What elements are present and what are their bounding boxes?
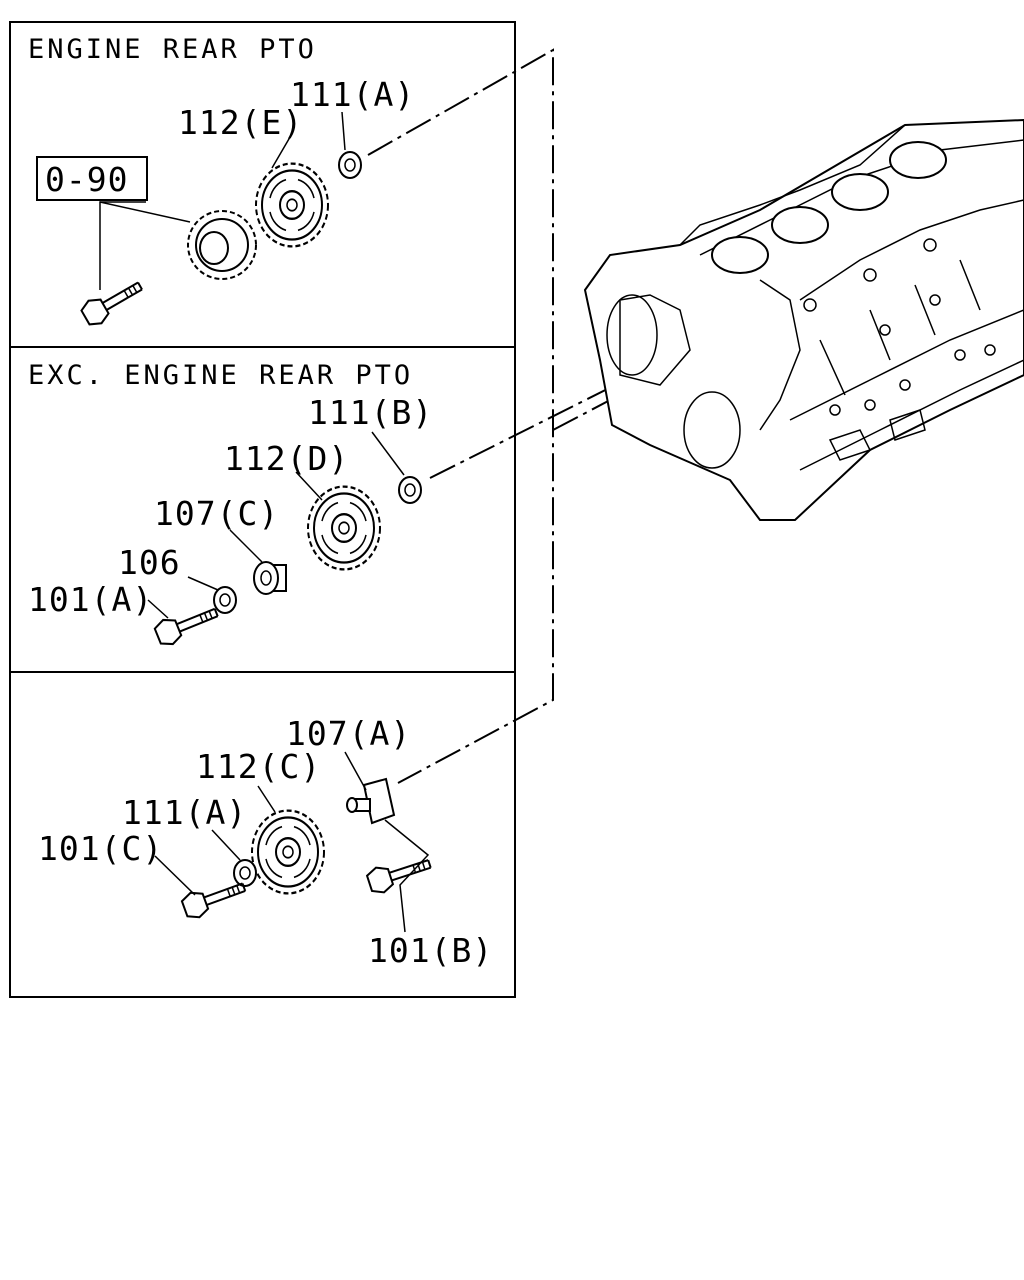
section-title-exc-rear-pto: EXC. ENGINE REAR PTO	[28, 360, 413, 391]
washer-111b	[398, 476, 422, 504]
callout-112e: 112(E)	[178, 103, 303, 142]
callout-107a: 107(A)	[286, 714, 411, 753]
reference-box-label: 0-90	[45, 160, 128, 199]
bolt-101b	[364, 850, 435, 897]
callout-107c: 107(C)	[154, 494, 279, 533]
gear-112c	[250, 809, 326, 895]
callout-111a-top: 111(A)	[290, 75, 415, 114]
gear-shaft-assembly	[187, 210, 257, 280]
callout-106: 106	[118, 543, 181, 582]
bolt-101a	[151, 599, 223, 650]
section-title-rear-pto: ENGINE REAR PTO	[28, 34, 317, 65]
spacer-107c	[253, 561, 287, 595]
gear-112e	[254, 162, 330, 248]
shaft-107a	[346, 777, 396, 825]
washer-111a-bottom	[233, 859, 257, 887]
section-frame	[9, 21, 516, 998]
callout-112d: 112(D)	[224, 439, 349, 478]
callout-101b: 101(B)	[368, 931, 493, 970]
washer-106	[213, 586, 237, 614]
callout-111a-bottom: 111(A)	[122, 793, 247, 832]
gear-112d	[306, 485, 382, 571]
reference-box	[36, 156, 148, 201]
callout-111b: 111(B)	[308, 393, 433, 432]
callout-101a: 101(A)	[28, 580, 153, 619]
bolt-0-90	[77, 273, 148, 330]
engine-block-illustration	[583, 118, 1024, 521]
callout-112c: 112(C)	[196, 747, 321, 786]
washer-111a-top	[338, 151, 362, 179]
callout-101c: 101(C)	[38, 829, 163, 868]
